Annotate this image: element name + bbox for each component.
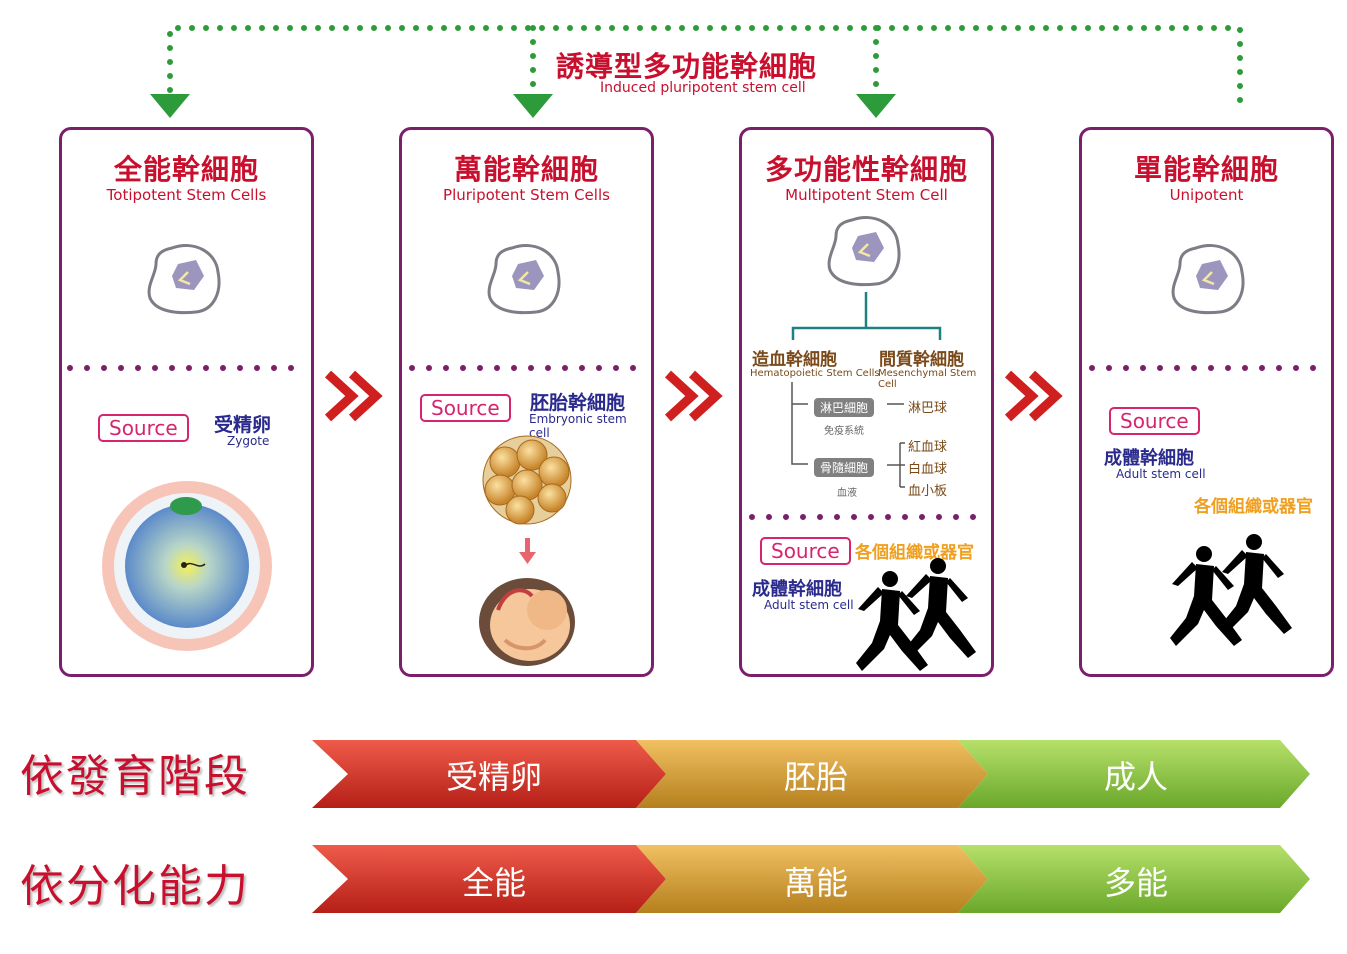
lymph-sys: 免疫系統	[824, 426, 864, 437]
bar-development-stage	[312, 740, 1310, 808]
card-title: 全能幹細胞	[113, 153, 259, 186]
card-subtitle: Pluripotent Stem Cells	[443, 186, 610, 204]
stage-segment-1: 受精卵	[445, 758, 542, 796]
card-title: 多功能性幹細胞	[764, 153, 968, 186]
card-title: 萬能幹細胞	[453, 153, 599, 186]
card-title: 單能幹細胞	[1133, 153, 1279, 186]
marrow-badge: 骨隨細胞	[814, 458, 875, 477]
chevron-arrows-icon	[324, 370, 1063, 422]
bar-differentiation	[312, 845, 1310, 913]
stem-cell-icon	[1171, 243, 1245, 315]
branch1-zh: 造血幹細胞	[752, 350, 837, 370]
stem-cell-icon	[147, 243, 221, 315]
ips-subtitle: Induced pluripotent stem cell	[600, 80, 806, 96]
stage-segment-2: 胚胎	[783, 758, 848, 796]
row-label-stage: 依發育階段	[20, 751, 250, 802]
ability-segment-3: 多能	[1103, 864, 1168, 902]
card-subtitle: Totipotent Stem Cells	[106, 186, 267, 204]
branch2-zh: 間質幹細胞	[879, 350, 964, 370]
source-zh: 受精卵	[214, 414, 272, 436]
source-en: Adult stem cell	[1116, 467, 1206, 481]
source-orange: 各個組織或器官	[1194, 497, 1313, 517]
card-subtitle: Multipotent Stem Cell	[785, 186, 948, 204]
row-label-ability: 依分化能力	[20, 861, 250, 912]
marrow-out-3: 血小板	[908, 484, 948, 499]
ability-segment-2: 萬能	[783, 864, 848, 902]
stage-segment-3: 成人	[1103, 758, 1168, 796]
card-subtitle: Unipotent	[1169, 186, 1244, 204]
source-en: Zygote	[227, 434, 270, 448]
branch2-en: Mesenchymal Stem Cell	[878, 368, 977, 390]
fetus-illustration	[479, 578, 575, 666]
lineage-lines	[791, 382, 905, 488]
stem-cell-icon	[487, 243, 561, 315]
ips-dotted-loop	[167, 25, 1243, 111]
ips-title: 誘導型多功能幹細胞	[556, 50, 818, 83]
ability-segment-1: 全能	[461, 864, 526, 902]
source-zh: 胚胎幹細胞	[530, 392, 626, 414]
source-badge: Source	[98, 414, 189, 442]
marrow-out-1: 紅血球	[908, 440, 948, 455]
marrow-out-2: 白血球	[908, 462, 948, 477]
lymph-out: 淋巴球	[908, 401, 948, 416]
source-badge: Source	[760, 537, 851, 565]
hierarchy-lines	[791, 292, 942, 340]
ips-down-arrows	[150, 94, 896, 118]
source-badge: Source	[420, 394, 511, 422]
blastocyst-illustration	[482, 435, 572, 525]
source-orange: 各個組織或器官	[855, 543, 974, 563]
lymph-badge: 淋巴細胞	[814, 398, 875, 417]
zygote-illustration	[102, 481, 272, 651]
source-badge: Source	[1109, 407, 1200, 435]
branch1-en: Hematopoietic Stem Cells	[750, 368, 880, 379]
down-arrow-icon	[519, 538, 536, 564]
source-en: Adult stem cell	[764, 598, 854, 612]
stem-cell-icon	[827, 215, 901, 287]
card-separators	[67, 365, 1327, 520]
runners-icon	[856, 534, 1292, 671]
marrow-sys: 血液	[837, 488, 857, 499]
source-zh: 成體幹細胞	[1104, 448, 1194, 469]
source-zh: 成體幹細胞	[752, 579, 842, 600]
